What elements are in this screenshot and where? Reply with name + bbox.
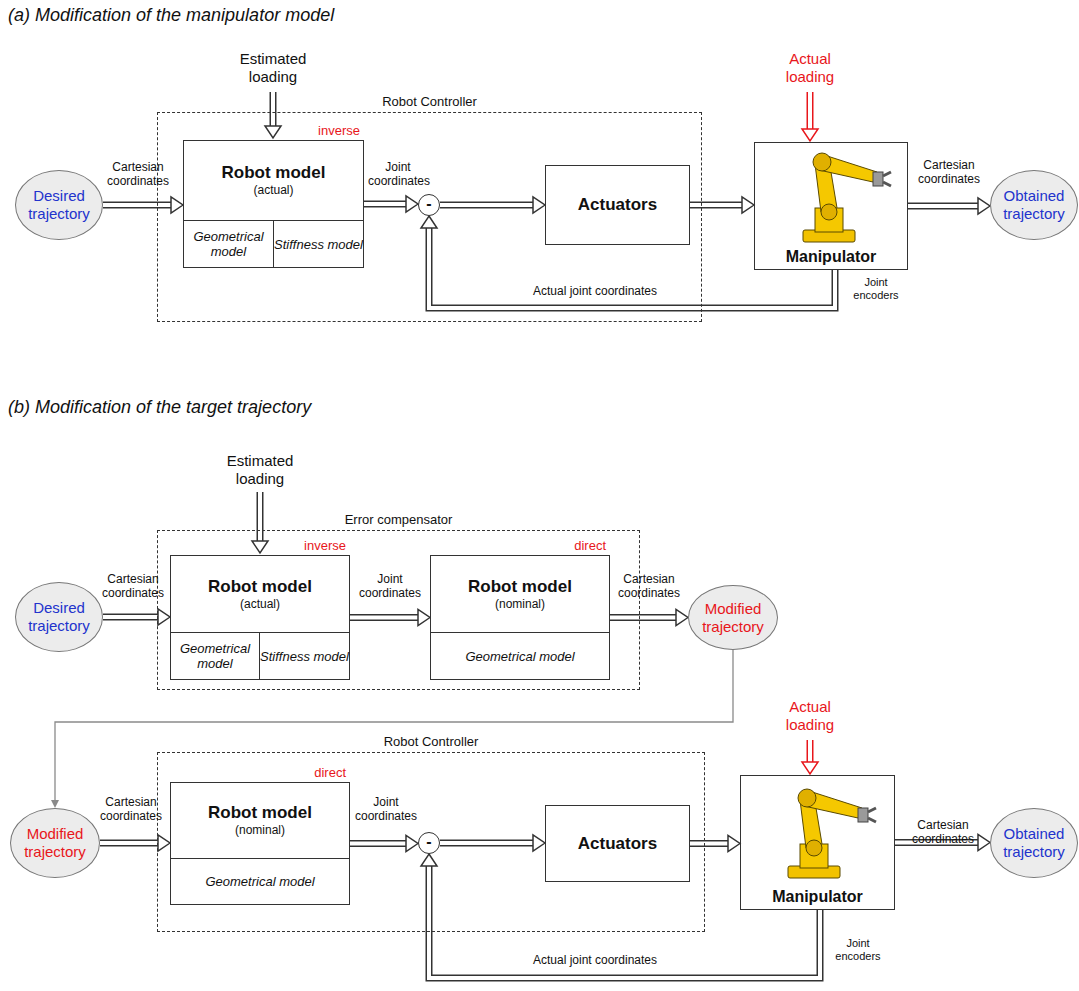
- annotation-label: Cartesian coordinates: [97, 572, 169, 600]
- model-cell: Stiffness model: [274, 220, 363, 267]
- trajectory-ellipse: Modified trajectory: [10, 808, 100, 878]
- submodel-label: Geometrical model: [465, 649, 574, 664]
- junction-sign: -: [426, 834, 431, 850]
- section-title: (b) Modification of the target trajector…: [8, 396, 528, 418]
- signal-arrow: [440, 197, 545, 213]
- load-arrow: [252, 491, 268, 553]
- signal-arrow: [100, 835, 170, 851]
- annotation-label: Cartesian coordinates: [93, 795, 169, 823]
- signal-arrow: [350, 610, 430, 626]
- direction-tag: inverse: [318, 123, 360, 138]
- model-subtitle: (nominal): [495, 597, 545, 612]
- actuator-box: Actuators: [545, 805, 690, 882]
- signal-arrow: [103, 609, 170, 625]
- annotation-label: Cartesian coordinates: [910, 158, 988, 186]
- trajectory-ellipse: Desired trajectory: [15, 170, 103, 240]
- manipulator-label: Manipulator: [741, 887, 894, 906]
- annotation-label: Actual loading: [770, 698, 850, 734]
- trajectory-label: Obtained trajectory: [991, 825, 1077, 861]
- trajectory-label: Modified trajectory: [689, 600, 777, 636]
- signal-arrow: [103, 197, 183, 213]
- signal-arrow: [908, 198, 990, 214]
- manipulator-box: Manipulator: [740, 775, 895, 910]
- direction-tag: direct: [314, 765, 346, 780]
- annotation-label: Cartesian coordinates: [98, 160, 178, 188]
- model-box: inverseRobot model(actual)Geometrical mo…: [183, 140, 364, 268]
- section-title: (a) Modification of the manipulator mode…: [8, 4, 528, 26]
- annotation-label: Joint coordinates: [368, 160, 428, 188]
- manipulator-box: Manipulator: [754, 142, 908, 270]
- submodel-label: Geometrical model: [171, 641, 259, 671]
- summing-junction: -: [418, 194, 440, 216]
- trajectory-ellipse: Desired trajectory: [15, 582, 103, 652]
- trajectory-ellipse: Obtained trajectory: [990, 808, 1078, 878]
- submodel-label: Stiffness model: [274, 237, 363, 252]
- annotation-label: Actual loading: [770, 50, 850, 86]
- annotation-label: Actual joint coordinates: [500, 953, 690, 967]
- trajectory-label: Desired trajectory: [16, 187, 102, 223]
- robot-illustration: [803, 153, 891, 242]
- model-title: Robot model: [222, 163, 326, 183]
- trajectory-label: Obtained trajectory: [991, 187, 1077, 223]
- group-title: Robot Controller: [158, 734, 704, 750]
- annotation-label: Joint coordinates: [355, 572, 425, 600]
- model-cell: Geometrical model: [431, 632, 609, 679]
- annotation-label: Cartesian coordinates: [900, 818, 986, 846]
- annotation-label: Actual joint coordinates: [500, 284, 690, 298]
- signal-arrow: [690, 836, 740, 852]
- annotation-label: Joint encoders: [830, 937, 886, 963]
- actuator-label: Actuators: [578, 834, 657, 854]
- direction-tag: direct: [574, 538, 606, 553]
- annotation-label: Estimated loading: [233, 50, 313, 86]
- flow-line: [51, 650, 733, 808]
- model-subtitle: (actual): [240, 597, 280, 612]
- model-cell: Geometrical model: [184, 220, 274, 267]
- direction-tag: inverse: [304, 538, 346, 553]
- model-subtitle: (nominal): [235, 823, 285, 838]
- model-cell: Geometrical model: [171, 632, 260, 679]
- trajectory-label: Desired trajectory: [16, 599, 102, 635]
- submodel-label: Geometrical model: [184, 229, 273, 259]
- group-title: Robot Controller: [158, 94, 701, 110]
- signal-arrow: [690, 197, 754, 213]
- model-box: inverseRobot model(actual)Geometrical mo…: [170, 555, 350, 680]
- actuator-label: Actuators: [578, 195, 657, 215]
- group-title: Error compensator: [158, 512, 639, 528]
- signal-arrow: [610, 610, 688, 626]
- model-title: Robot model: [208, 803, 312, 823]
- submodel-label: Geometrical model: [205, 874, 314, 889]
- load-arrow: [265, 91, 281, 138]
- model-subtitle: (actual): [253, 183, 293, 198]
- manipulator-label: Manipulator: [755, 247, 907, 266]
- annotation-label: Estimated loading: [220, 452, 300, 488]
- model-title: Robot model: [468, 577, 572, 597]
- trajectory-ellipse: Modified trajectory: [688, 585, 778, 650]
- robot-illustration: [788, 789, 876, 878]
- model-box: directRobot model(nominal)Geometrical mo…: [170, 782, 350, 905]
- model-title: Robot model: [208, 577, 312, 597]
- junction-sign: -: [426, 196, 431, 212]
- annotation-label: Joint encoders: [848, 276, 904, 302]
- model-cell: Stiffness model: [260, 632, 349, 679]
- annotation-label: Joint coordinates: [355, 795, 417, 823]
- trajectory-label: Modified trajectory: [11, 825, 99, 861]
- annotation-label: Cartesian coordinates: [612, 572, 686, 600]
- model-cell: Geometrical model: [171, 858, 349, 904]
- trajectory-ellipse: Obtained trajectory: [990, 170, 1078, 240]
- load-arrow: [802, 91, 818, 141]
- summing-junction: -: [418, 832, 440, 854]
- model-box: directRobot model(nominal)Geometrical mo…: [430, 555, 610, 680]
- dashed-group: Error compensatorinverseRobot model(actu…: [157, 530, 640, 690]
- submodel-label: Stiffness model: [260, 649, 349, 664]
- signal-arrow: [350, 836, 418, 852]
- dashed-group: Robot ControllerdirectRobot model(nomina…: [157, 752, 705, 932]
- signal-arrow: [364, 196, 418, 212]
- load-arrow: [802, 739, 818, 774]
- signal-arrow: [440, 835, 545, 851]
- actuator-box: Actuators: [545, 165, 690, 245]
